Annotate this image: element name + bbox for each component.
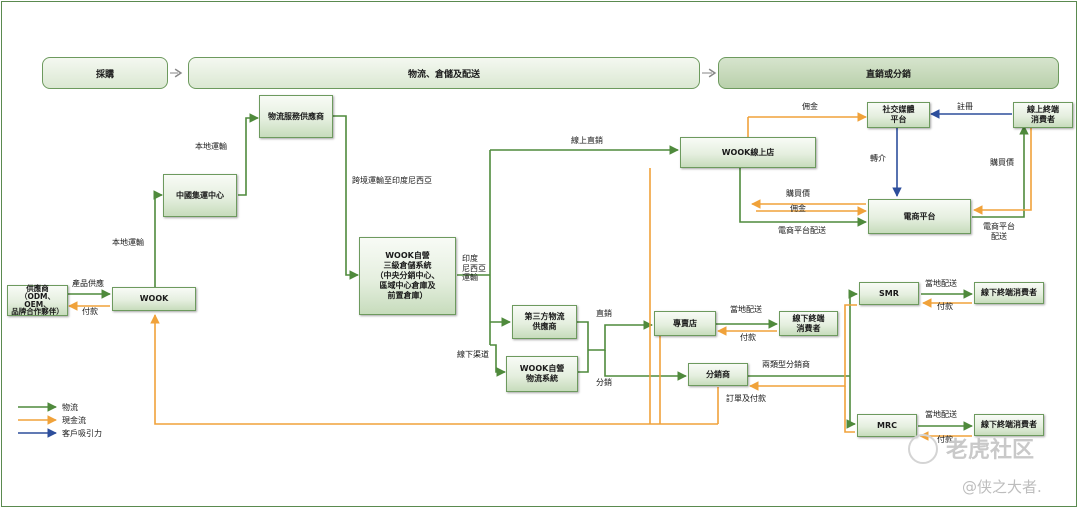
- label-commission-1: 佣金: [802, 102, 818, 111]
- label-two-types: 兩類型分銷商: [762, 360, 810, 369]
- label-product-supply: 產品供應: [72, 279, 104, 288]
- label-local-delivery-3: 當地配送: [925, 410, 957, 419]
- label-local-transport-1: 本地運輸: [112, 238, 144, 247]
- node-suppliers: 供應商 （ODM、OEM、 品牌合作夥伴）: [7, 284, 68, 316]
- legend-logistics: 物流: [62, 403, 78, 412]
- label-online-direct: 線上直銷: [571, 136, 603, 145]
- label-local-delivery-2: 當地配送: [925, 279, 957, 288]
- arrow-payment-to-distributor: [749, 304, 857, 391]
- node-retail-store: 專賣店: [654, 311, 716, 336]
- label-distribution: 分銷: [596, 378, 612, 387]
- arrow-to-own-logistics: [490, 344, 506, 377]
- node-social-platform: 社交媒體 平台: [867, 102, 930, 128]
- label-payment-2: 付款: [740, 333, 756, 342]
- node-china-hub: 中國集運中心: [163, 174, 237, 217]
- label-orders-payment: 訂單及付款: [726, 394, 766, 403]
- line-mrc-payment: [844, 386, 855, 433]
- label-local-transport-2: 本地運輸: [195, 142, 227, 151]
- node-offline-consumer-2: 線下終端消費者: [974, 282, 1044, 304]
- legend-cash: 現金流: [62, 416, 86, 425]
- arrow-purchase-from-consumer: [973, 128, 1032, 215]
- label-referral: 轉介: [870, 154, 886, 163]
- arrow-hub-to-provider: [238, 113, 259, 196]
- node-online-store: WOOK線上店: [680, 137, 816, 168]
- phase-logistics: 物流、倉儲及配送: [188, 57, 700, 89]
- phase-sales: 直銷或分銷: [718, 57, 1059, 89]
- label-ecommerce-delivery-1: 電商平台配送: [778, 226, 826, 235]
- label-direct-sales: 直銷: [596, 309, 612, 318]
- label-payment-3: 付款: [937, 302, 953, 311]
- node-logistics-provider: 物流服務供應商: [259, 95, 333, 138]
- label-purchase-2: 購買價: [786, 189, 810, 198]
- label-ecommerce-delivery-2: 電商平台 配送: [983, 222, 1015, 241]
- label-local-delivery-1: 當地配送: [730, 305, 762, 314]
- watermark-site: 老虎社区: [946, 438, 1035, 463]
- label-cross-border: 跨境運輸至印度尼西亞: [352, 176, 432, 185]
- arrow-to-retail-store: [588, 320, 653, 351]
- node-distributor: 分銷商: [688, 363, 748, 386]
- node-warehouse: WOOK自營 三級倉儲系統 （中央分銷中心、 區域中心倉庫及 前置倉庫）: [359, 237, 456, 315]
- watermark-author: @侠之大者.: [962, 478, 1042, 496]
- phase-procurement: 採購: [42, 57, 168, 89]
- legend-traffic: 客戶吸引力: [62, 429, 102, 438]
- label-commission-2: 佣金: [790, 204, 806, 213]
- line-ecommerce-to-consumer: [972, 128, 1025, 218]
- node-wook: WOOK: [112, 287, 196, 311]
- node-mrc: MRC: [857, 414, 917, 437]
- node-offline-consumer-1: 線下終端 消費者: [779, 311, 838, 336]
- label-payment-4: 付款: [937, 435, 953, 444]
- arrow-store-to-ecommerce: [739, 168, 867, 227]
- arrow-wook-to-hub: [153, 190, 163, 287]
- arrow-cash-to-wook: [150, 314, 718, 425]
- node-ecommerce: 電商平台: [868, 199, 971, 234]
- watermark-logo-icon: [908, 434, 938, 464]
- arrow-to-distributor: [604, 350, 687, 381]
- label-offline-channel: 線下渠道: [457, 350, 489, 359]
- node-offline-consumer-3: 線下終端消費者: [974, 414, 1044, 436]
- node-own-logistics: WOOK自營 物流系統: [506, 356, 578, 392]
- node-smr: SMR: [859, 282, 919, 305]
- node-third-party: 第三方物流 供應商: [512, 305, 577, 339]
- label-indonesia-transport: 印度 尼西亞 運輸: [462, 254, 486, 283]
- arrow-provider-to-warehouse: [333, 115, 359, 280]
- label-purchase-1: 購買價: [990, 158, 1014, 167]
- line-logistics-merge: [577, 321, 589, 373]
- label-payment-1: 付款: [82, 307, 98, 316]
- node-online-consumer: 線上終端 消費者: [1013, 102, 1073, 128]
- label-register: 註冊: [957, 102, 973, 111]
